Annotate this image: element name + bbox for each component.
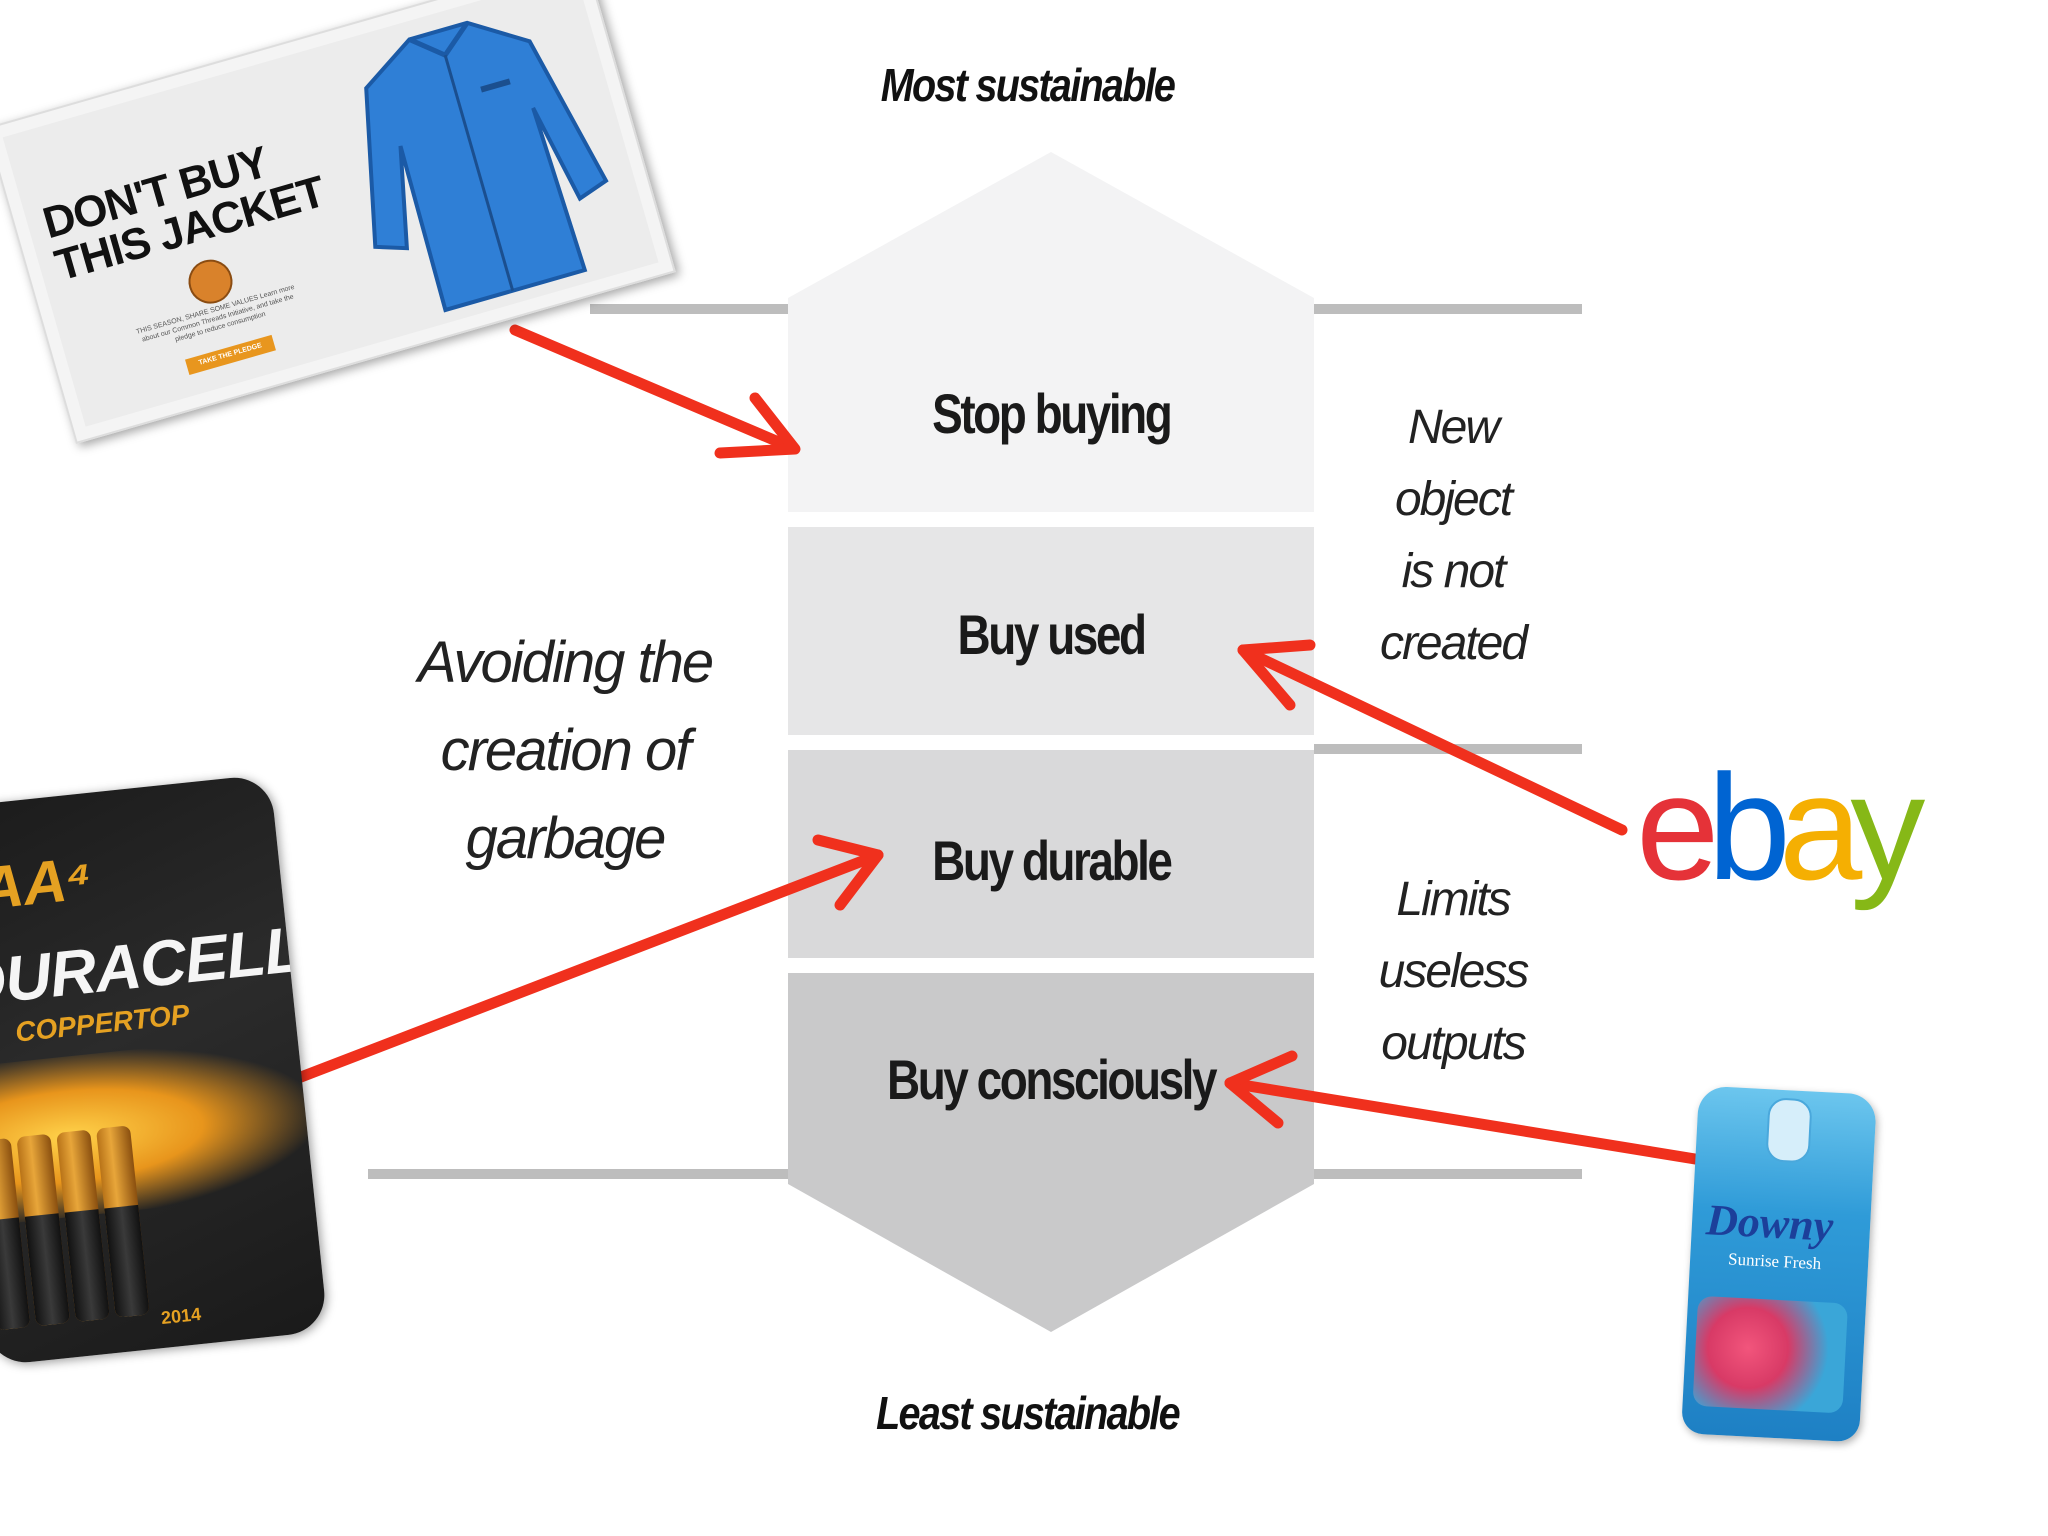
downy-brand: Downy	[1704, 1195, 1835, 1251]
arrow-ebay-to-buy-used	[1237, 639, 1628, 836]
battery-cells	[0, 1125, 157, 1342]
most-sustainable-label: Most sustainable	[880, 59, 1176, 111]
ebay-logo-a: a	[1778, 743, 1863, 911]
arrow-battery-to-buy-durable	[269, 834, 884, 1093]
duracell-battery-pack-image: AA⁴ DURACELL COPPERTOP 2014	[0, 773, 329, 1367]
left-annotation-line-2: creation of	[440, 718, 692, 783]
right-annotation-top-line-4: created	[1379, 617, 1528, 670]
left-annotation-line-3: garbage	[465, 806, 667, 871]
right-annotation-top: New object is not created	[1362, 392, 1544, 680]
right-annotation-bottom-line-1: Limits	[1396, 873, 1511, 926]
left-annotation: Avoiding the creation of garbage	[392, 627, 738, 875]
right-annotation-top-line-2: object	[1394, 473, 1513, 526]
ebay-logo: ebay	[1636, 743, 1925, 911]
right-annotation-bottom-line-3: outputs	[1381, 1017, 1526, 1070]
tier-shape-buy-consciously	[788, 973, 1314, 1332]
least-sustainable-label: Least sustainable	[876, 1387, 1180, 1439]
jacket-icon	[364, 20, 609, 313]
downy-spout	[1765, 1097, 1813, 1164]
ebay-logo-e: e	[1636, 743, 1720, 911]
right-annotation-top-line-1: New	[1407, 401, 1500, 454]
tier-label-buy-durable: Buy durable	[931, 829, 1173, 892]
right-annotation-top-line-3: is not	[1401, 545, 1507, 598]
right-annotation-bottom: Limits useless outputs	[1362, 864, 1544, 1080]
tier-shape-stop-buying	[788, 152, 1314, 512]
ebay-logo-y: y	[1850, 743, 1925, 911]
tier-shape-buy-used	[788, 527, 1314, 735]
arrow-downy-to-buy-consciously	[1224, 1050, 1738, 1171]
downy-refill-pack-image: Downy Sunrise Fresh	[1681, 1085, 1877, 1443]
left-annotation-line-1: Avoiding the	[417, 630, 714, 695]
battery-year: 2014	[160, 1303, 202, 1329]
tier-label-buy-consciously: Buy consciously	[886, 1048, 1217, 1111]
ebay-logo-b: b	[1707, 743, 1791, 911]
arrow-jacket-to-stop-buying	[509, 324, 801, 459]
battery-aa-label: AA⁴	[0, 844, 96, 923]
jacket-ad-image: DON'T BUY THIS JACKET THIS SEASON, SHARE…	[0, 0, 676, 444]
downy-flowers-graphic	[1692, 1295, 1849, 1414]
tier-label-buy-used: Buy used	[957, 603, 1146, 666]
downy-subbrand: Sunrise Fresh	[1727, 1249, 1822, 1274]
right-annotation-bottom-line-2: useless	[1378, 945, 1530, 998]
tier-label-stop-buying: Stop buying	[931, 382, 1173, 445]
